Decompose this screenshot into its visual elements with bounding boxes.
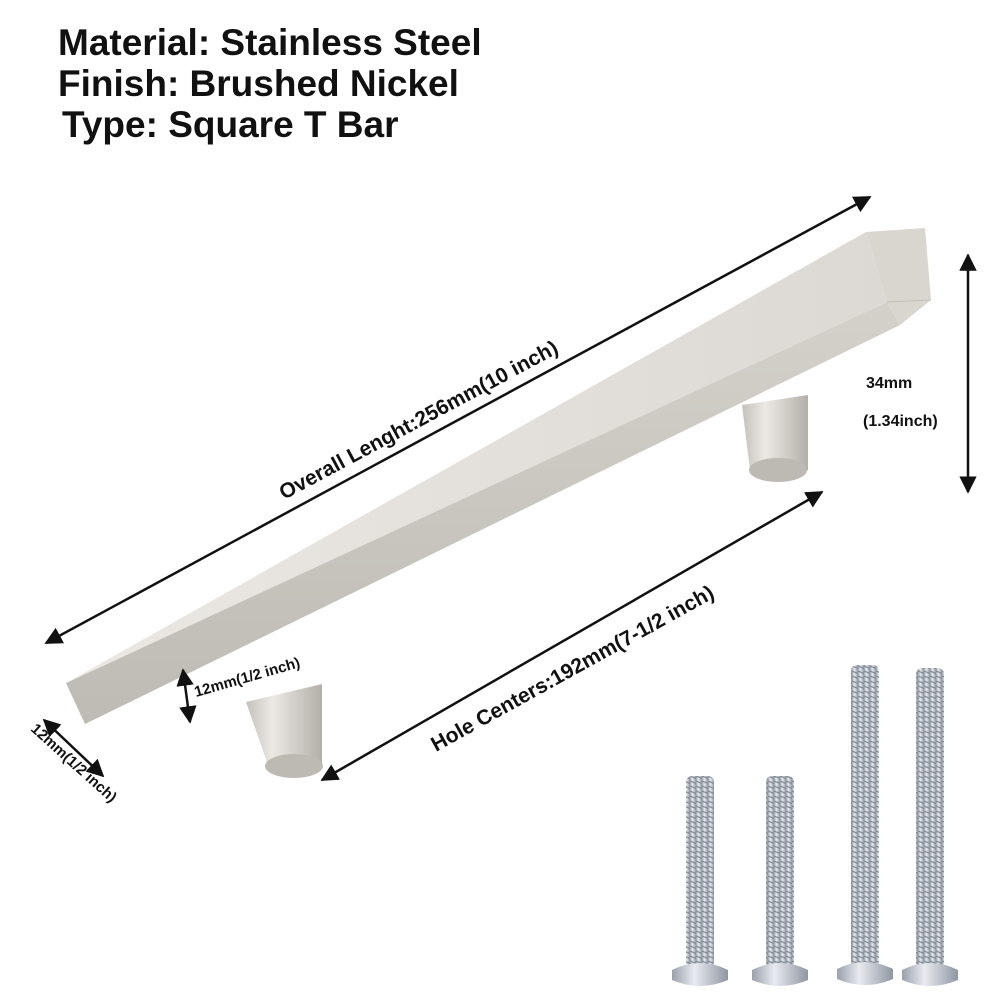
- material-spec: Material: Stainless Steel: [58, 22, 482, 63]
- height-inch-label: (1.34inch): [863, 413, 938, 430]
- overall-length-arrow: [44, 195, 872, 645]
- bar-front-face: [66, 302, 900, 724]
- hole-centers-label: Hole Centers:192mm(7-1/2 inch): [427, 581, 718, 756]
- bar-thickness-arrow: [176, 668, 197, 724]
- finish-spec: Finish: Brushed Nickel: [58, 63, 459, 104]
- right-leg-base: [749, 458, 807, 482]
- left-leg: [246, 684, 322, 773]
- short-screw: [672, 776, 728, 986]
- long-screw: [837, 665, 893, 985]
- short-screw: [752, 776, 808, 986]
- height-mm-label: 34mm: [866, 375, 912, 392]
- mounting-screws: [672, 665, 958, 986]
- hole-centers-arrow: [320, 490, 824, 782]
- long-screw: [902, 668, 958, 986]
- type-spec: Type: Square T Bar: [62, 104, 399, 145]
- bar-width-arrow: [42, 718, 105, 778]
- left-leg-base: [265, 754, 323, 778]
- bar-width-label: 12mm(1/2 inch): [27, 720, 120, 806]
- dimension-arrows: [42, 195, 977, 782]
- spec-list: Material: Stainless Steel Finish: Brushe…: [58, 22, 482, 145]
